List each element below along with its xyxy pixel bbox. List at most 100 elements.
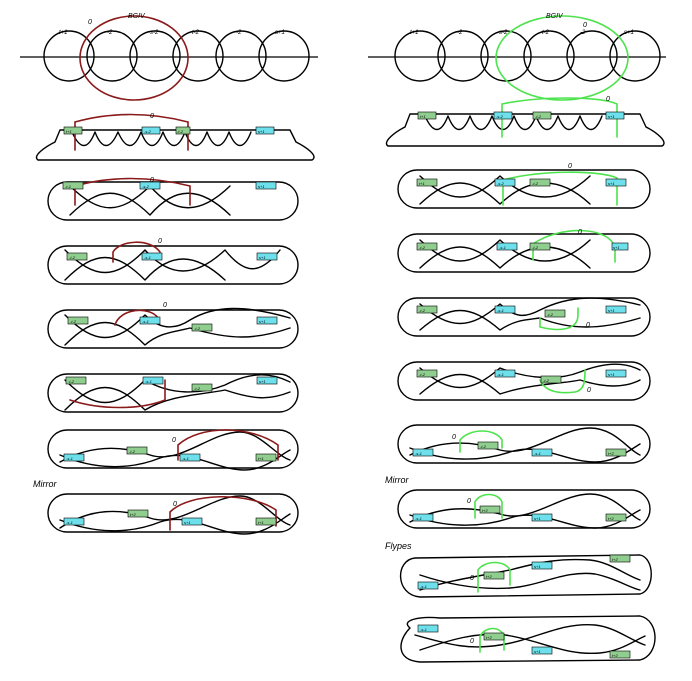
left-panel-5-outline: [47, 373, 299, 413]
right-flype-1-outline: [399, 554, 652, 598]
right-panel-4-wave-b: [419, 309, 641, 331]
left-panel-2-box-3: [255, 181, 277, 190]
right-flype-2-outline: [400, 615, 656, 663]
right-coef-5: -2: [580, 30, 586, 36]
left-panel-2-wave-b: [69, 192, 231, 216]
left-mirror-zero: 0: [173, 501, 177, 508]
left-panel-1-outline: [35, 129, 315, 161]
right-panel-5-box-3: [540, 375, 562, 384]
right-panel-2-wave-b: [419, 182, 591, 205]
left-mirror-box-3: [181, 517, 203, 526]
right-flype-2-box-1: [417, 624, 439, 633]
right-circle-2: [437, 30, 489, 82]
right-panel-3-wave-b: [419, 246, 591, 269]
right-panel-2-outline: [397, 169, 651, 209]
right-panel-4-outline: [397, 297, 651, 337]
left-panel-3-box-1: [66, 252, 88, 261]
right-panel-5-wave-b: [419, 373, 641, 395]
left-column: BGIV 0 t+1 -2 -s-2 -t-2 -2 s+1 t+1 -s-2 …: [20, 13, 318, 535]
left-mirror-wave-a: [59, 495, 291, 529]
left-bgiv-curve: [79, 15, 189, 101]
left-coef-5: -2: [236, 30, 242, 36]
left-panel-1-label-2: -s-2: [144, 129, 152, 134]
left-panel-5-box-2: [142, 376, 164, 385]
left-panel-1-curve: [74, 113, 189, 151]
left-panel-6-zero: 0: [172, 437, 176, 444]
right-mirror-label-4: t+2: [608, 516, 614, 521]
right-panel-1-label-4: s+1: [608, 114, 615, 119]
left-mirror-panel: -s-1 t+2 s+1 t+1 0: [47, 493, 299, 535]
left-panel-4-box-2: [139, 316, 161, 325]
left-panel-3-box-2: [141, 252, 163, 261]
right-panel-4: -t-2 -s-1 -t-2 s+1 0: [397, 297, 651, 337]
right-panel-2-box-3: [529, 178, 551, 187]
right-panel-4-box-2: [494, 305, 516, 314]
left-bgiv-label: BGIV: [128, 13, 146, 20]
left-panel-2-zero: 0: [150, 177, 154, 184]
right-panel-6-label-2: -t-2: [480, 444, 487, 449]
right-mirror-box-4: [605, 513, 627, 522]
left-panel-3-label-1: -t-2: [69, 255, 76, 260]
right-panel-5-zero: 0: [587, 387, 591, 394]
left-panel-5-box-4: [256, 376, 278, 385]
right-panel-2-label-1: t+1: [419, 181, 425, 186]
right-panel-6-box-4: [605, 448, 627, 457]
left-panel-3-label-3: s+1: [259, 255, 266, 260]
right-panel-3-box-4: [611, 242, 629, 251]
left-panel-1-label-3: -t-2: [177, 129, 184, 134]
left-panel-1-box-1: [63, 126, 83, 135]
right-mirror-box-2: [479, 505, 501, 514]
left-panel-4-outline: [47, 309, 299, 349]
left-panel-4-label-4: s+1: [259, 319, 266, 324]
left-panel-6-box-2: [126, 446, 148, 455]
right-panel-5-box-2: [494, 369, 516, 378]
left-mirror-label-3: s+1: [184, 520, 191, 525]
right-flype-1-zero: 0: [470, 575, 474, 582]
right-panel-4-zero: 0: [586, 322, 590, 329]
left-panel-6-label-4: t+1: [258, 456, 264, 461]
right-panel-4-box-1: [416, 305, 438, 314]
right-panel-4-wave-a: [419, 297, 641, 325]
left-mirror-box-2: [127, 509, 149, 518]
right-flype-panel-2: -s-1 t+2 s+1 t+2 0: [400, 615, 656, 663]
right-panel-2-wave-a: [419, 175, 591, 198]
right-flype-1-label-3: s+1: [534, 564, 541, 569]
left-coef-3: -s-2: [148, 30, 159, 36]
right-panel-1-box-4: [605, 111, 625, 120]
right-panel-4-label-2: -s-1: [497, 308, 504, 313]
right-mirror-box-3: [531, 513, 553, 522]
right-panel-1-box-1: [417, 111, 437, 120]
left-panel-1: t+1 -s-2 -t-2 s+1 0: [35, 113, 315, 161]
right-panel-6-wave-a: [409, 427, 641, 456]
right-circle-6: [609, 30, 661, 82]
left-panel-2-box-2: [139, 181, 161, 190]
right-panel-5-label-4: s+1: [608, 372, 615, 377]
left-panel-5-wave-b: [64, 386, 291, 411]
right-circle-5: [566, 30, 618, 82]
right-panel-1-box-3: [532, 111, 552, 120]
right-panel-1-loops: [424, 115, 603, 131]
left-mirror-outline: [47, 493, 299, 533]
left-circle-3: [129, 30, 181, 82]
left-panel-1-loops: [71, 131, 252, 147]
right-flype-1-wave-b: [419, 572, 641, 591]
left-panel-1-zero: 0: [150, 113, 154, 120]
right-panel-3-label-2: -s-1: [499, 245, 506, 250]
right-panel-1-label-3: -t-2: [535, 114, 542, 119]
right-flype-2-label-3: s+1: [534, 649, 541, 654]
left-circle-6: [258, 30, 310, 82]
left-panel-5-label-1: -t-2: [68, 379, 75, 384]
right-flype-1-box-3: [531, 561, 553, 570]
left-panel-1-box-3: [175, 126, 191, 135]
right-panel-6-box-3: [531, 448, 553, 457]
right-flype-2-label-4: t+2: [612, 653, 618, 658]
right-panel-3-label-3: -t-2: [532, 245, 539, 250]
left-panel-4-wave-a: [64, 307, 291, 339]
right-flype-2-zero: 0: [470, 638, 474, 645]
right-coef-4: -t-2: [540, 30, 550, 36]
left-panel-5-label-4: s+1: [259, 379, 266, 384]
right-circle-1: [394, 30, 446, 82]
right-panel-3-box-1: [416, 242, 438, 251]
left-panel-2: -t-1 -s-2 s+1 0: [47, 177, 299, 221]
right-mirror-label-2: t+2: [482, 508, 488, 513]
